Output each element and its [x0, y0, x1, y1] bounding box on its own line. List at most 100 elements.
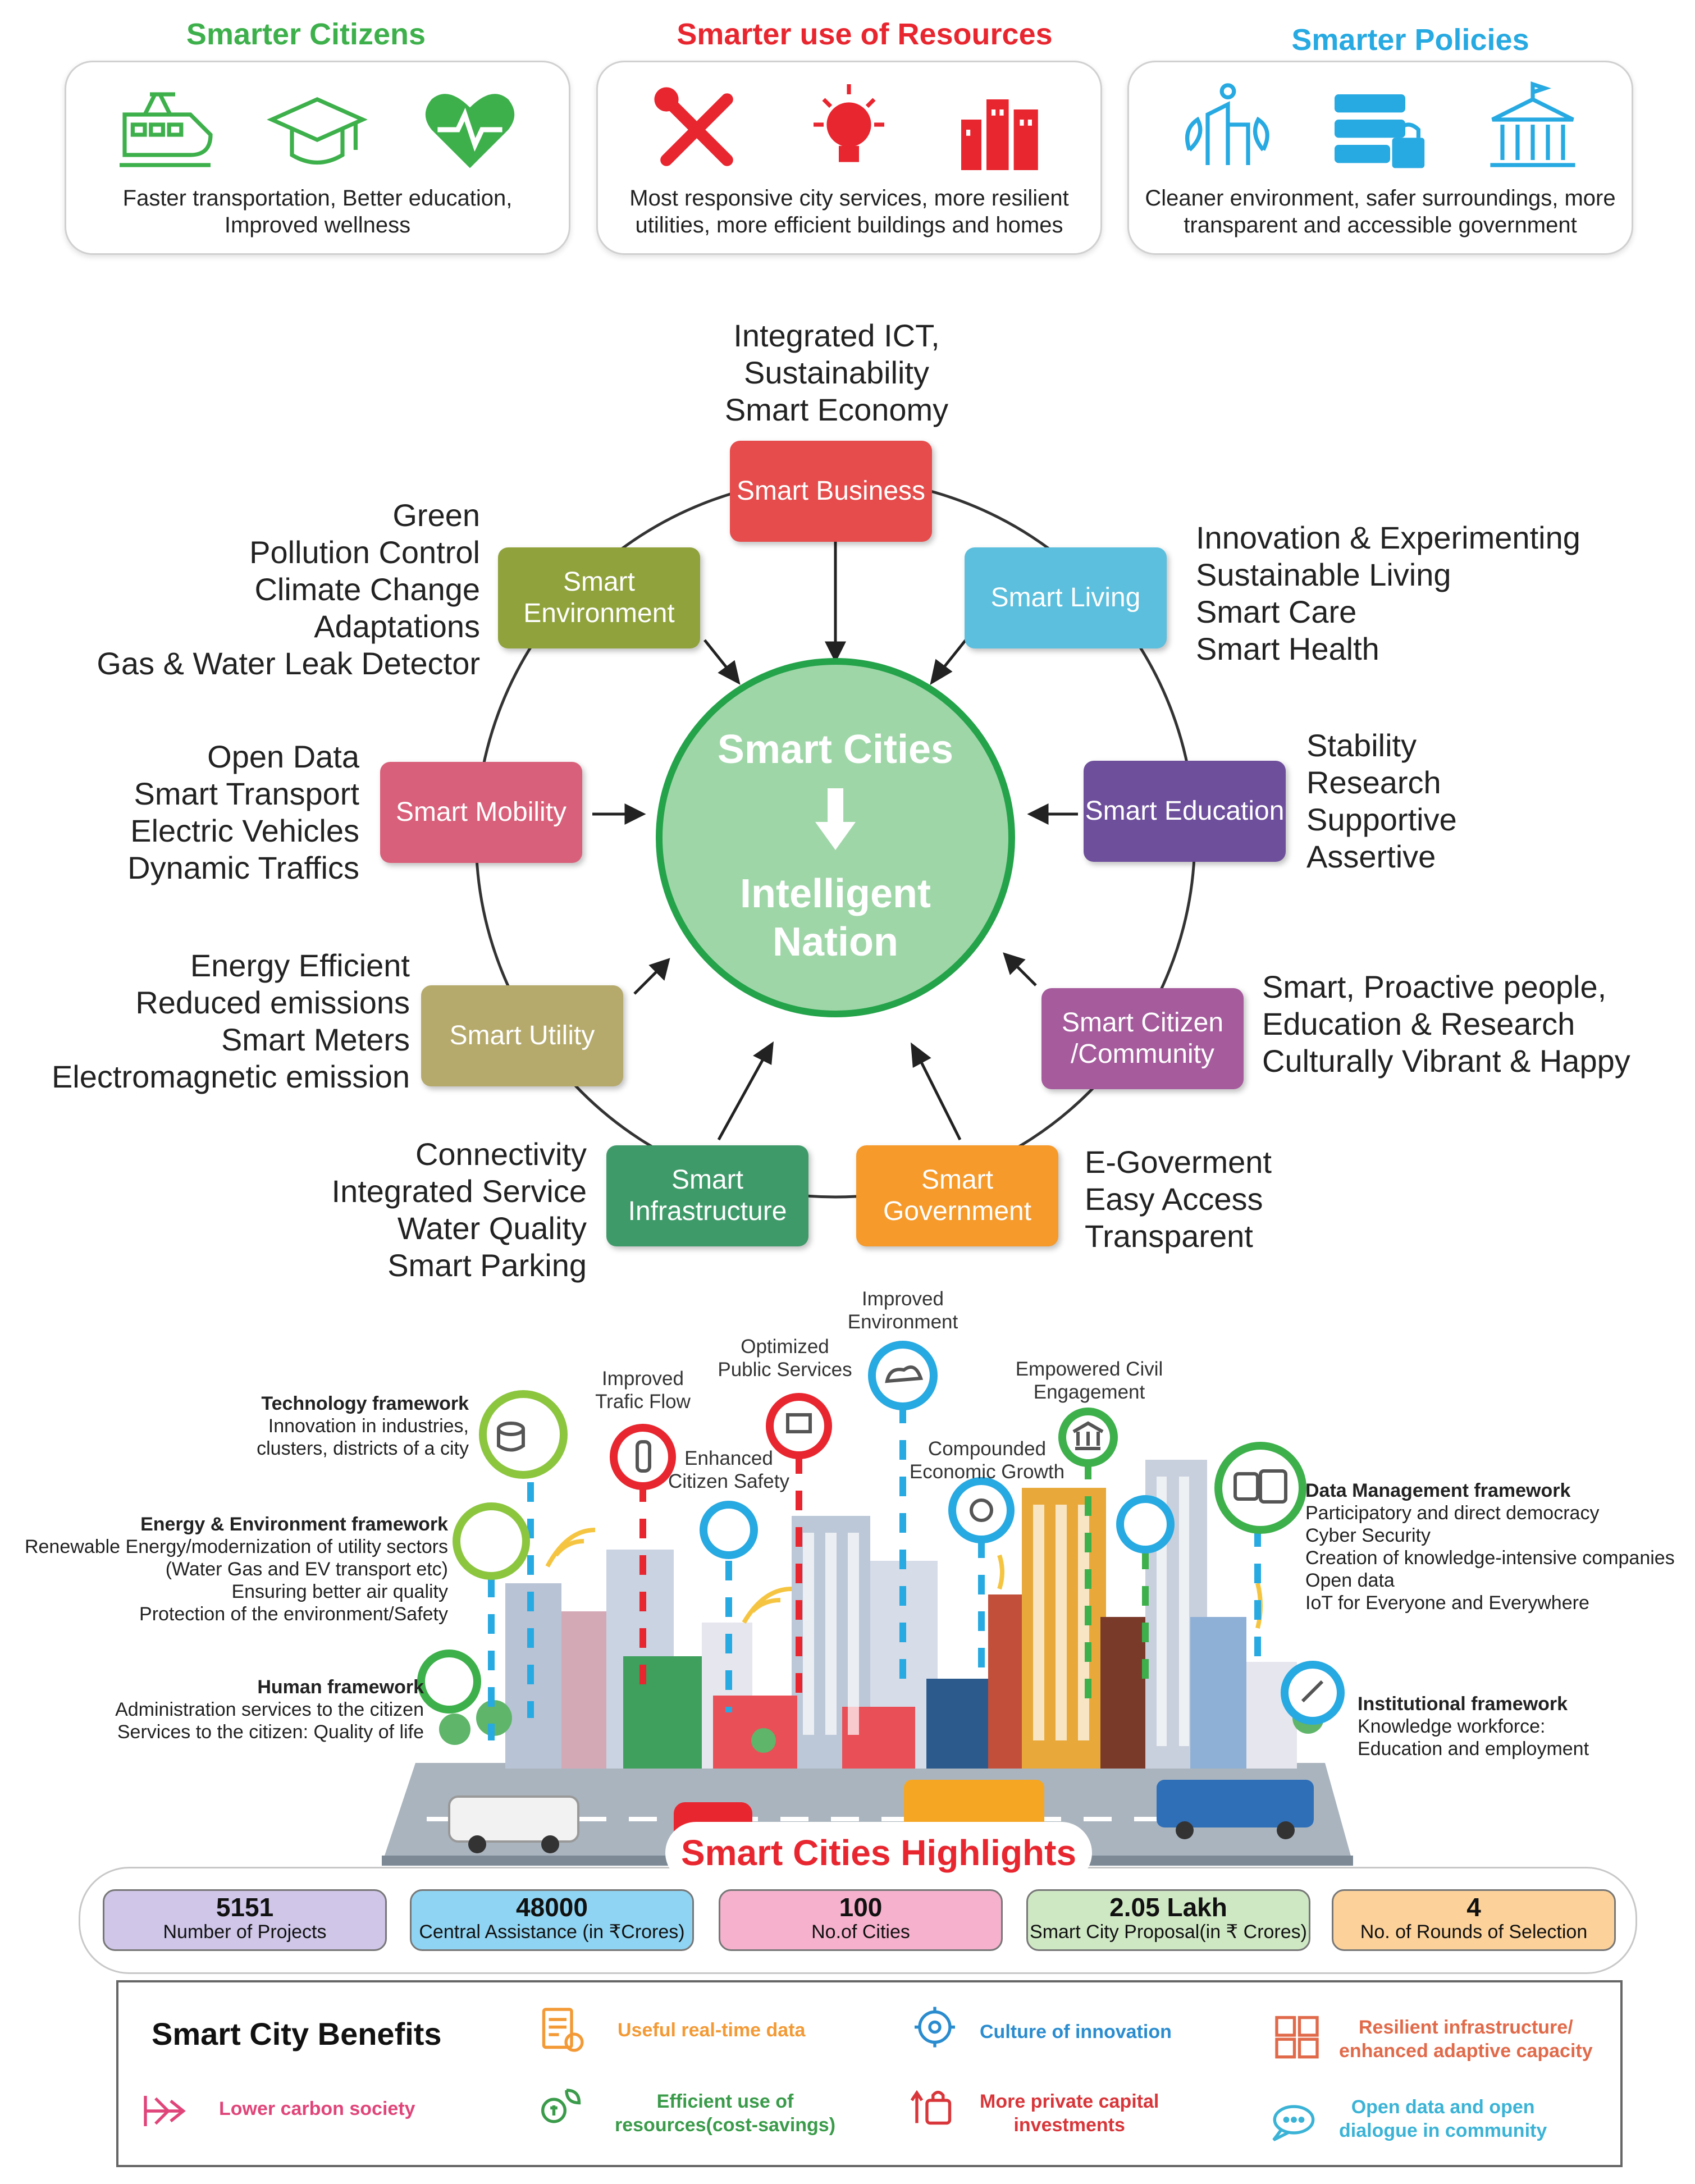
energy-environment-framework: Energy & Environment framework Renewable… — [11, 1513, 448, 1625]
human-framework-line: Administration services to the citizen — [115, 1699, 424, 1720]
private-capital-icon — [910, 2090, 952, 2125]
smart-business-desc: Integrated ICT, Sustainability Smart Eco… — [724, 318, 949, 427]
smart-environment-node: Smart Environment — [498, 547, 700, 648]
data-framework-line: Creation of knowledge-intensive companie… — [1305, 1547, 1675, 1569]
government-building-icon — [1490, 81, 1575, 167]
highlight-desc: Number of Projects — [163, 1921, 327, 1943]
arrow-down-icon — [815, 788, 856, 850]
heart-pulse-icon — [425, 94, 515, 168]
smart-infrastructure-desc: Connectivity Integrated Service Water Qu… — [331, 1136, 587, 1283]
highlight-projects: 5151 Number of Projects — [103, 1889, 387, 1951]
human-framework-line: Services to the citizen: Quality of life — [117, 1721, 424, 1743]
smarter-policies-title: Smarter Policies — [1291, 23, 1529, 57]
smarter-resources-desc: Most responsive city services, more resi… — [629, 186, 1069, 237]
benefit-resilient-infra: Resilient infrastructure/ enhanced adapt… — [1339, 2017, 1593, 2062]
highlight-desc: No.of Cities — [811, 1921, 910, 1943]
pin-public-services-label: Optimized Public Services — [718, 1336, 852, 1381]
train-icon — [119, 92, 213, 167]
energy-framework-line: Renewable Energy/modernization of utilit… — [24, 1536, 448, 1557]
resilient-buildings-icon — [1275, 2016, 1319, 2059]
lightbulb-icon — [814, 84, 885, 162]
highlight-value: 48000 — [516, 1893, 588, 1922]
benefit-innovation: Culture of innovation — [980, 2021, 1172, 2043]
smart-education-desc: Stability Research Supportive Assertive — [1306, 728, 1457, 874]
highlight-desc: Central Assistance (in ₹Crores) — [419, 1921, 685, 1943]
eco-city-icon — [1185, 83, 1269, 165]
data-management-framework: Data Management framework Participatory … — [1305, 1479, 1693, 1614]
smart-mobility-desc: Open Data Smart Transport Electric Vehic… — [127, 739, 359, 885]
highlight-proposal: 2.05 Lakh Smart City Proposal(in ₹ Crore… — [1026, 1889, 1310, 1951]
smart-environment-desc: Green Pollution Control Climate Change A… — [97, 497, 480, 681]
secure-server-icon — [1335, 94, 1425, 168]
smarter-policies-desc: Cleaner environment, safer surroundings,… — [1145, 186, 1616, 237]
benefits-title: Smart City Benefits — [152, 2016, 442, 2052]
technology-framework-line: clusters, districts of a city — [257, 1438, 469, 1459]
smart-citizen-node: Smart Citizen /Community — [1041, 988, 1244, 1089]
technology-framework-line: Innovation in industries, — [268, 1415, 469, 1437]
hub-bottom-label: Intelligent Nation — [740, 871, 931, 965]
energy-framework-line: Protection of the environment/Safety — [139, 1603, 448, 1625]
benefit-private-capital: More private capital investments — [980, 2091, 1159, 2136]
highlight-rounds: 4 No. of Rounds of Selection — [1332, 1889, 1616, 1951]
benefits-panel — [116, 1980, 1623, 2167]
hub-top-label: Smart Cities — [717, 727, 954, 772]
human-framework: Human framework Administration services … — [79, 1676, 424, 1743]
data-framework-line: Participatory and direct democracy — [1305, 1502, 1600, 1524]
open-dialogue-icon — [1272, 2105, 1315, 2141]
smarter-citizens-title: Smarter Citizens — [186, 17, 426, 51]
highlight-value: 2.05 Lakh — [1109, 1893, 1227, 1922]
highlight-desc: Smart City Proposal(in ₹ Crores) — [1030, 1921, 1307, 1943]
smarter-policies-card: Cleaner environment, safer surroundings,… — [1127, 61, 1633, 255]
pin-citizen-safety-label: Enhanced Citizen Safety — [668, 1447, 789, 1492]
human-framework-title: Human framework — [257, 1676, 424, 1698]
institutional-framework-title: Institutional framework — [1358, 1693, 1568, 1715]
data-framework-title: Data Management framework — [1305, 1480, 1571, 1501]
data-report-icon — [542, 2008, 584, 2052]
innovation-head-icon — [915, 2007, 955, 2048]
smarter-citizens-desc: Faster transportation, Better education,… — [122, 186, 513, 237]
smart-cities-hub: Smart Cities Intelligent Nation — [656, 658, 1015, 1017]
highlights-title: Smart Cities Highlights — [665, 1822, 1092, 1884]
graduation-cap-icon — [267, 97, 368, 165]
highlight-value: 100 — [839, 1893, 883, 1922]
highlight-value: 4 — [1466, 1893, 1481, 1922]
highlight-value: 5151 — [216, 1893, 274, 1922]
pin-economic-growth-label: Compounded Economic Growth — [909, 1438, 1065, 1483]
data-framework-line: Cyber Security — [1305, 1525, 1431, 1546]
smart-infrastructure-node: Smart Infrastructure — [606, 1145, 808, 1246]
smarter-citizens-card: Faster transportation, Better education,… — [65, 61, 570, 255]
low-carbon-icon — [144, 2096, 186, 2126]
pin-environment-label: Improved Environment — [847, 1288, 958, 1333]
highlight-central-assistance: 48000 Central Assistance (in ₹Crores) — [410, 1889, 694, 1951]
energy-framework-line: (Water Gas and EV transport etc) — [165, 1559, 448, 1580]
benefit-realtime-data: Useful real-time data — [618, 2019, 806, 2041]
smart-mobility-node: Smart Mobility — [380, 762, 582, 863]
smarter-resources-title: Smarter use of Resources — [677, 17, 1053, 51]
tools-icon — [654, 87, 733, 166]
smart-living-node: Smart Living — [965, 547, 1167, 648]
benefit-open-data: Open data and open dialogue in community — [1339, 2096, 1547, 2141]
smart-education-node: Smart Education — [1084, 761, 1286, 862]
technology-framework: Technology framework Innovation in indus… — [185, 1392, 469, 1460]
data-framework-line: Open data — [1305, 1570, 1395, 1591]
benefit-efficient-resources: Efficient use of resources(cost-savings) — [615, 2091, 836, 2136]
highlight-cities: 100 No.of Cities — [719, 1889, 1003, 1951]
energy-framework-title: Energy & Environment framework — [140, 1514, 448, 1535]
benefit-low-carbon: Lower carbon society — [219, 2098, 415, 2119]
buildings-icon — [961, 99, 1038, 170]
institutional-framework: Institutional framework Knowledge workfo… — [1358, 1693, 1672, 1760]
smart-living-desc: Innovation & Experimenting Sustainable L… — [1196, 520, 1580, 666]
smarter-resources-card: Most responsive city services, more resi… — [596, 61, 1102, 255]
smart-utility-desc: Energy Efficient Reduced emissions Smart… — [51, 948, 410, 1094]
data-framework-line: IoT for Everyone and Everywhere — [1305, 1592, 1589, 1614]
institutional-framework-line: Knowledge workforce: — [1358, 1716, 1546, 1737]
smart-government-node: Smart Government — [856, 1145, 1058, 1246]
technology-framework-title: Technology framework — [261, 1393, 469, 1414]
smart-citizen-desc: Smart, Proactive people, Education & Res… — [1262, 969, 1630, 1079]
energy-framework-line: Ensuring better air quality — [231, 1581, 448, 1602]
smart-utility-node: Smart Utility — [421, 985, 623, 1086]
highlight-desc: No. of Rounds of Selection — [1360, 1921, 1588, 1943]
pin-traffic-flow-label: Improved Trafic Flow — [595, 1368, 691, 1413]
smart-business-node: Smart Business — [730, 441, 932, 542]
institutional-framework-line: Education and employment — [1358, 1738, 1589, 1760]
